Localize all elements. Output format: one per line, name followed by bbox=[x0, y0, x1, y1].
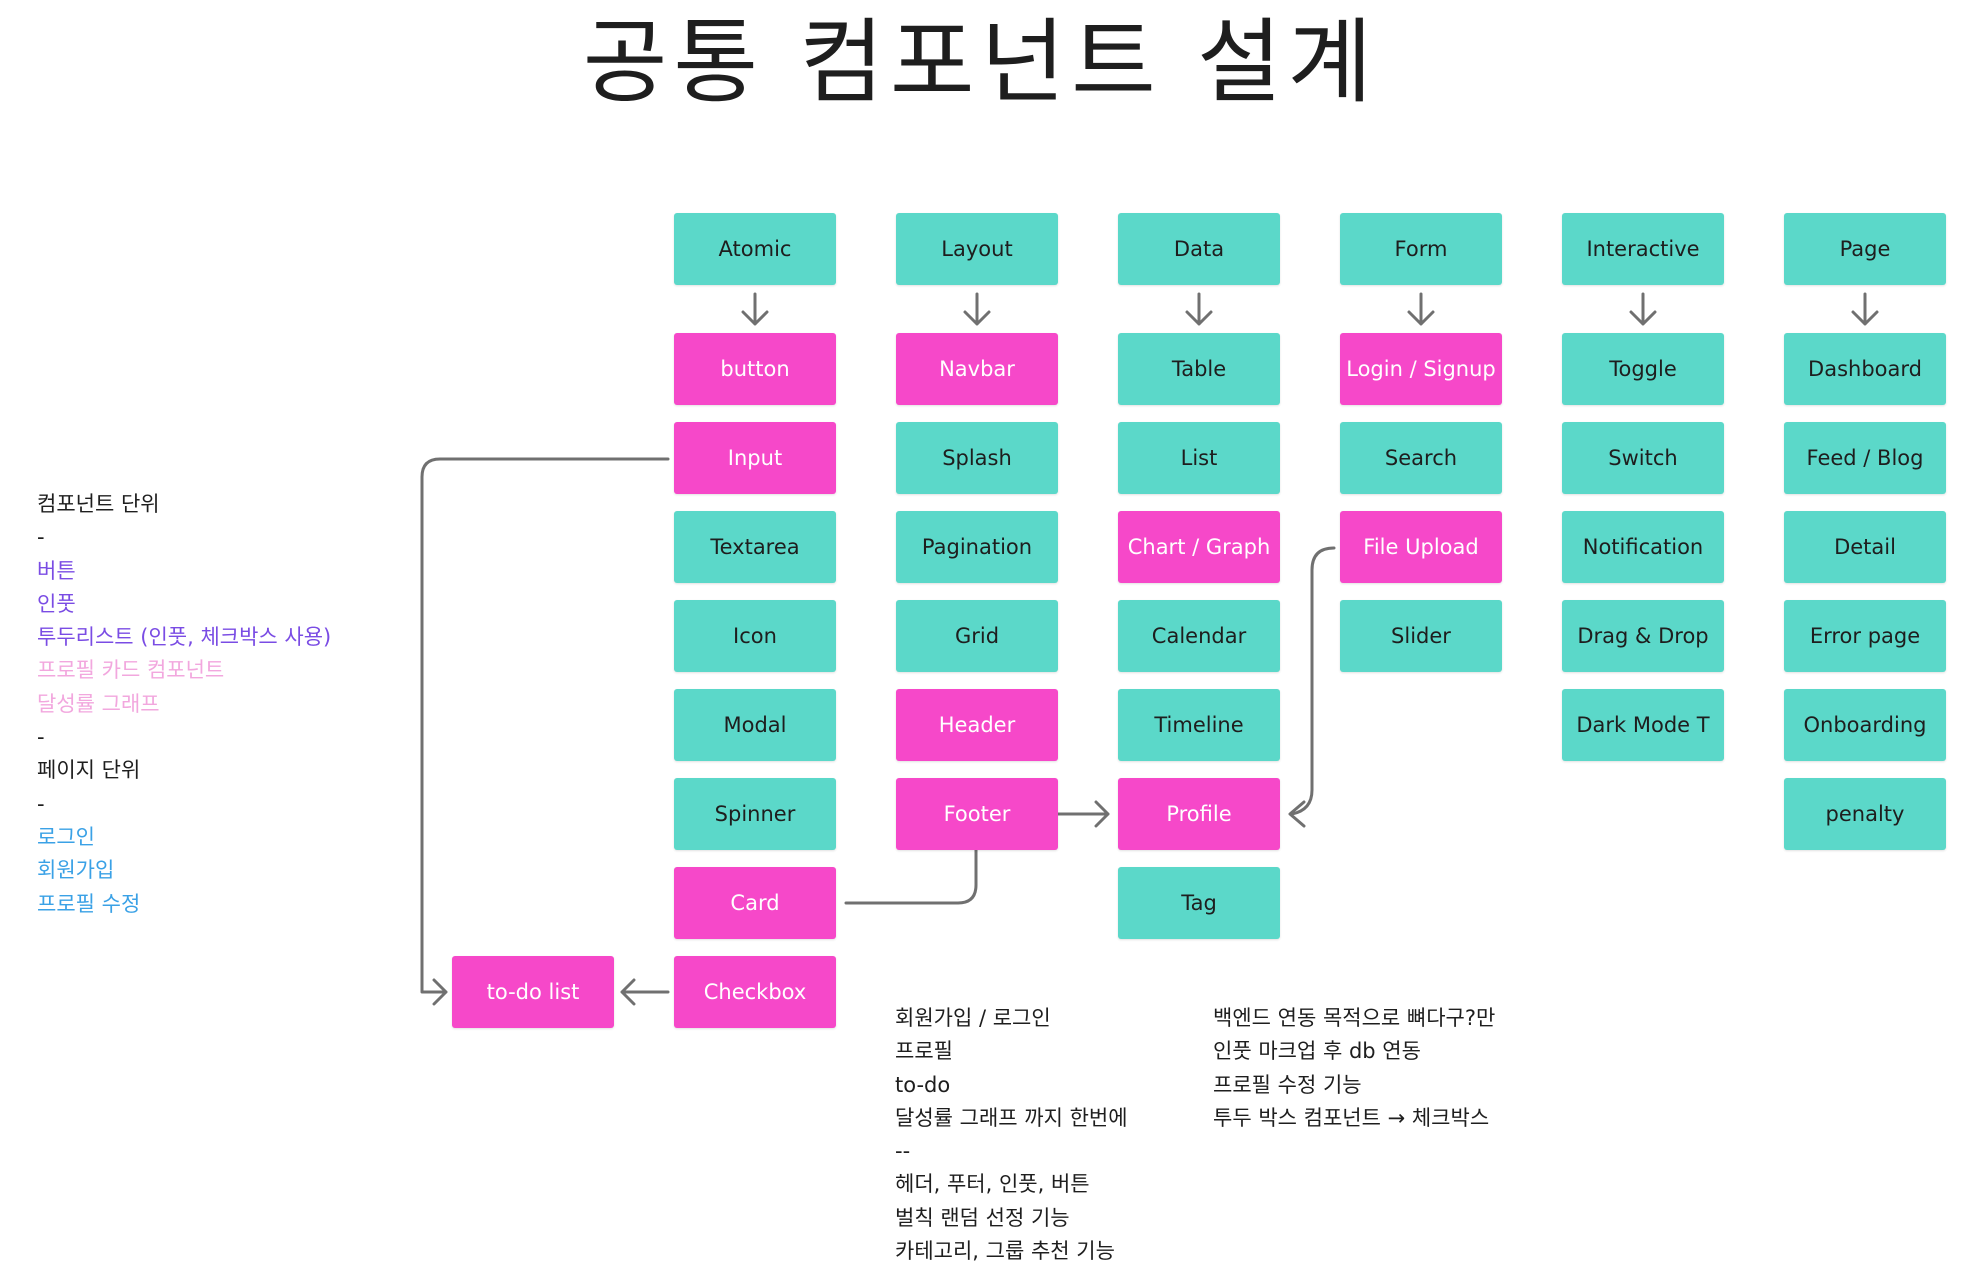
connector-input-to-todo bbox=[420, 457, 670, 1006]
left-note-line: - bbox=[37, 525, 45, 550]
component-footer[interactable]: Footer bbox=[896, 778, 1058, 850]
component-notification[interactable]: Notification bbox=[1562, 511, 1724, 583]
left-note-line: 버튼 bbox=[37, 558, 76, 583]
middle-note-line: 헤더, 푸터, 인풋, 버튼 bbox=[895, 1172, 1090, 1197]
down-arrow-page bbox=[1851, 292, 1879, 326]
component-card[interactable]: Card bbox=[674, 867, 836, 939]
left-note-line: - bbox=[37, 725, 45, 750]
middle-note-line: 달성률 그래프 까지 한번에 bbox=[895, 1105, 1128, 1130]
component-feed-blog[interactable]: Feed / Blog bbox=[1784, 422, 1946, 494]
todo-list-box[interactable]: to-do list bbox=[452, 956, 614, 1028]
middle-note-line: 프로필 bbox=[895, 1039, 953, 1064]
component-navbar[interactable]: Navbar bbox=[896, 333, 1058, 405]
category-form[interactable]: Form bbox=[1340, 213, 1502, 285]
component-header[interactable]: Header bbox=[896, 689, 1058, 761]
left-note-line: 투두리스트 (인풋, 체크박스 사용) bbox=[37, 625, 332, 650]
right-note-line: 인풋 마크업 후 db 연동 bbox=[1213, 1039, 1421, 1064]
component-slider[interactable]: Slider bbox=[1340, 600, 1502, 672]
component-list[interactable]: List bbox=[1118, 422, 1280, 494]
component-icon[interactable]: Icon bbox=[674, 600, 836, 672]
component-textarea[interactable]: Textarea bbox=[674, 511, 836, 583]
component-dashboard[interactable]: Dashboard bbox=[1784, 333, 1946, 405]
down-arrow-interactive bbox=[1629, 292, 1657, 326]
middle-note-line: 카테고리, 그룹 추천 기능 bbox=[895, 1239, 1115, 1264]
component-login-signup[interactable]: Login / Signup bbox=[1340, 333, 1502, 405]
component-dark-mode-t[interactable]: Dark Mode T bbox=[1562, 689, 1724, 761]
left-note-line: 인풋 bbox=[37, 591, 76, 616]
down-arrow-atomic bbox=[741, 292, 769, 326]
down-arrow-layout bbox=[963, 292, 991, 326]
middle-note-line: 벌칙 랜덤 선정 기능 bbox=[895, 1205, 1070, 1230]
component-input[interactable]: Input bbox=[674, 422, 836, 494]
down-arrow-form bbox=[1407, 292, 1435, 326]
left-note-line: 달성률 그래프 bbox=[37, 691, 160, 716]
left-note-line: 로그인 bbox=[37, 824, 95, 849]
category-layout[interactable]: Layout bbox=[896, 213, 1058, 285]
component-detail[interactable]: Detail bbox=[1784, 511, 1946, 583]
diagram-title: 공통 컴포넌트 설계 bbox=[582, 9, 1379, 116]
component-calendar[interactable]: Calendar bbox=[1118, 600, 1280, 672]
component-timeline[interactable]: Timeline bbox=[1118, 689, 1280, 761]
right-note-line: 프로필 수정 기능 bbox=[1213, 1072, 1362, 1097]
right-note-line: 백엔드 연동 목적으로 뼈다구?만 bbox=[1213, 1006, 1496, 1030]
connector-fileupload-to-profile bbox=[1288, 546, 1336, 828]
left-note-line: 프로필 수정 bbox=[37, 891, 141, 916]
category-atomic[interactable]: Atomic bbox=[674, 213, 836, 285]
component-error-page[interactable]: Error page bbox=[1784, 600, 1946, 672]
left-note-line: 회원가입 bbox=[37, 858, 115, 883]
category-interactive[interactable]: Interactive bbox=[1562, 213, 1724, 285]
component-file-upload[interactable]: File Upload bbox=[1340, 511, 1502, 583]
component-toggle[interactable]: Toggle bbox=[1562, 333, 1724, 405]
component-drag-drop[interactable]: Drag & Drop bbox=[1562, 600, 1724, 672]
component-splash[interactable]: Splash bbox=[896, 422, 1058, 494]
down-arrow-data bbox=[1185, 292, 1213, 326]
category-data[interactable]: Data bbox=[1118, 213, 1280, 285]
left-note-line: 프로필 카드 컴포넌트 bbox=[37, 658, 225, 683]
middle-note-line: 회원가입 / 로그인 bbox=[895, 1006, 1051, 1030]
component-checkbox[interactable]: Checkbox bbox=[674, 956, 836, 1028]
component-penalty[interactable]: penalty bbox=[1784, 778, 1946, 850]
component-spinner[interactable]: Spinner bbox=[674, 778, 836, 850]
component-modal[interactable]: Modal bbox=[674, 689, 836, 761]
left-note-line: 페이지 단위 bbox=[37, 758, 141, 783]
component-grid[interactable]: Grid bbox=[896, 600, 1058, 672]
component-button[interactable]: button bbox=[674, 333, 836, 405]
component-tag[interactable]: Tag bbox=[1118, 867, 1280, 939]
component-profile[interactable]: Profile bbox=[1118, 778, 1280, 850]
left-note-line: - bbox=[37, 791, 45, 816]
component-chart-graph[interactable]: Chart / Graph bbox=[1118, 511, 1280, 583]
right-note-line: 투두 박스 컴포넌트 → 체크박스 bbox=[1213, 1105, 1490, 1130]
component-onboarding[interactable]: Onboarding bbox=[1784, 689, 1946, 761]
component-search[interactable]: Search bbox=[1340, 422, 1502, 494]
component-switch[interactable]: Switch bbox=[1562, 422, 1724, 494]
component-pagination[interactable]: Pagination bbox=[896, 511, 1058, 583]
middle-note-line: -- bbox=[895, 1139, 911, 1164]
left-note-line: 컴포넌트 단위 bbox=[37, 492, 160, 516]
middle-note-line: to-do bbox=[895, 1072, 951, 1097]
component-table[interactable]: Table bbox=[1118, 333, 1280, 405]
category-page[interactable]: Page bbox=[1784, 213, 1946, 285]
connector-checkbox-to-todo bbox=[620, 978, 670, 1006]
